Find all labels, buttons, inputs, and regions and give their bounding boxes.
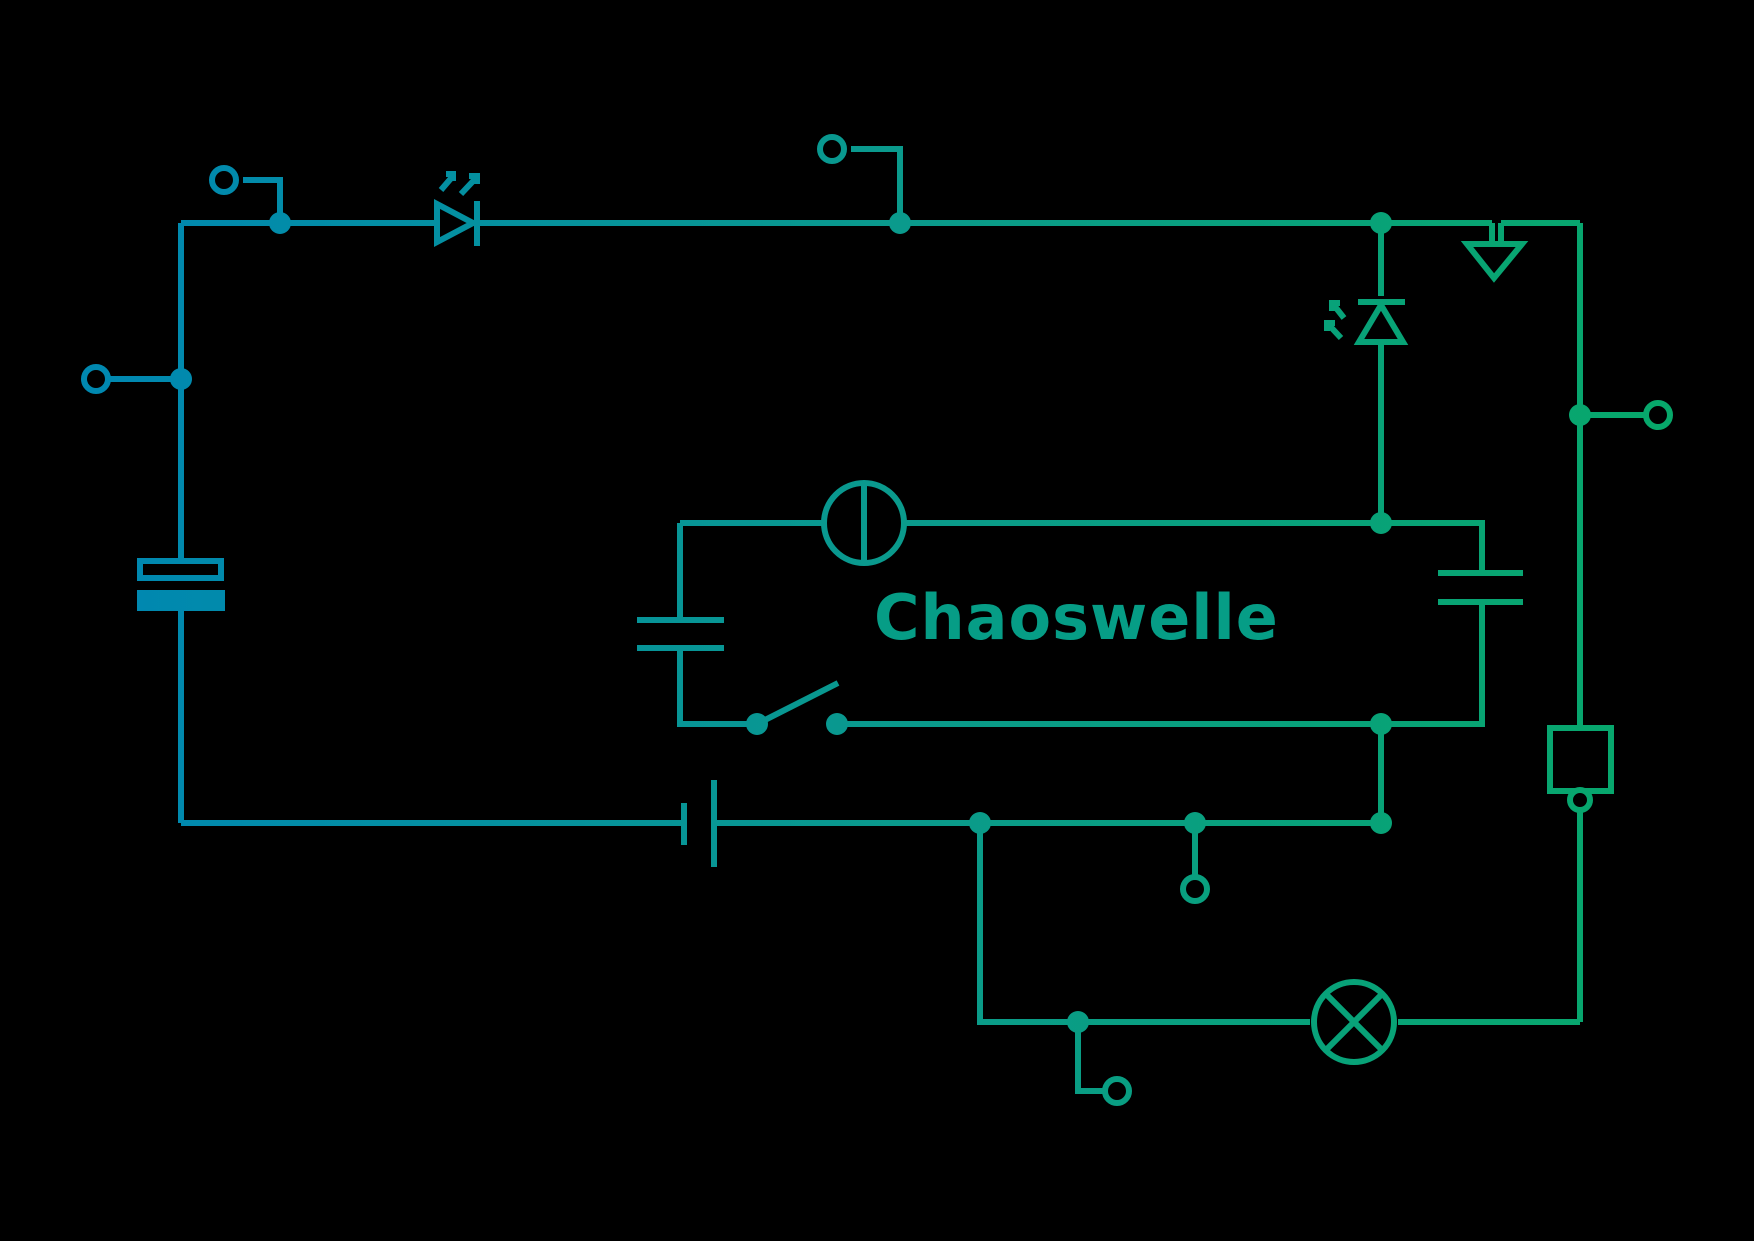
junction-dot: [1370, 212, 1392, 234]
diagram-title: Chaoswelle: [874, 581, 1279, 654]
wires: [107, 146, 1647, 1094]
light-emitting-diode-icon: [434, 171, 480, 247]
schottky-diode-icon: [1460, 223, 1529, 283]
junction-dot: [1370, 812, 1392, 834]
wire-stub-900: [851, 146, 903, 223]
battery-cell-icon: [681, 780, 717, 867]
terminal-circle: [209, 165, 239, 195]
lamp-icon: [1311, 979, 1397, 1065]
crystal-resonator-icon: [137, 558, 225, 611]
junction-dot: [1370, 713, 1392, 735]
junction-dot: [170, 368, 192, 390]
junction-dot: [1184, 812, 1206, 834]
wire-lower-loop: [977, 823, 1580, 1025]
junctions: [170, 212, 1591, 1033]
wire-stub-1078: [1075, 1022, 1104, 1094]
junction-dot: [269, 212, 291, 234]
wire-inner-left: [677, 523, 757, 727]
terminal-circle: [1180, 874, 1210, 904]
fuse-icon: [1547, 725, 1614, 813]
wire-inner-top: [680, 520, 1485, 570]
junction-dot: [969, 812, 991, 834]
junction-dot: [889, 212, 911, 234]
terminals: [81, 134, 1673, 1106]
terminal-circle: [817, 134, 847, 164]
capacitor-icon: [637, 617, 724, 651]
capacitor-icon: [1438, 570, 1523, 605]
current-source-icon: [821, 480, 907, 566]
junction-dot: [1569, 404, 1591, 426]
terminal-circle: [1643, 400, 1673, 430]
wire-stub-280: [243, 177, 283, 223]
wire-inner-right: [837, 604, 1485, 727]
terminal-circle: [81, 364, 111, 394]
terminal-circle: [1102, 1076, 1132, 1106]
switch-icon: [746, 680, 848, 735]
junction-dot: [1067, 1011, 1089, 1033]
junction-dot: [1370, 512, 1392, 534]
photodiode-icon: [1324, 299, 1409, 345]
